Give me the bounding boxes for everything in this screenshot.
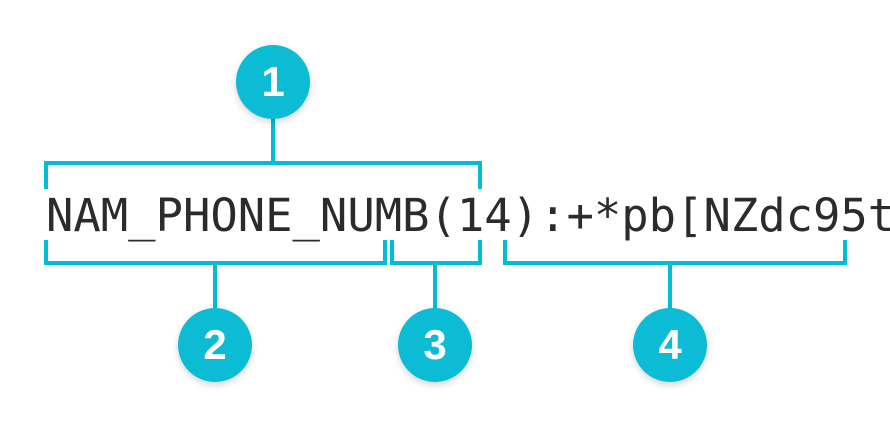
code-string: NAM_PHONE_NUMB(14):+*pb[NZdc95tLB (46, 189, 890, 242)
callout-bubble-4[interactable]: 4 (633, 308, 707, 382)
callout-4-bracket-span (503, 261, 847, 265)
callout-4-stem (668, 261, 672, 309)
callout-1-bracket-span (44, 161, 482, 165)
callout-1-bracket-leg-right (478, 161, 482, 189)
callout-3-stem (433, 261, 437, 309)
callout-1-stem (271, 118, 275, 165)
callout-2-stem (213, 261, 217, 309)
callout-bubble-1[interactable]: 1 (236, 45, 310, 119)
callout-2-bracket-leg-left (44, 240, 48, 265)
callout-3-bracket-leg-right (478, 240, 482, 265)
callout-4-bracket-leg-right (843, 240, 847, 265)
callout-bubble-2[interactable]: 2 (178, 308, 252, 382)
callout-2-bracket-leg-right (383, 240, 387, 265)
callout-1-bracket-leg-left (44, 161, 48, 189)
callout-3-bracket-leg-left (390, 240, 394, 265)
callout-4-bracket-leg-left (503, 240, 507, 265)
callout-bubble-3[interactable]: 3 (398, 308, 472, 382)
